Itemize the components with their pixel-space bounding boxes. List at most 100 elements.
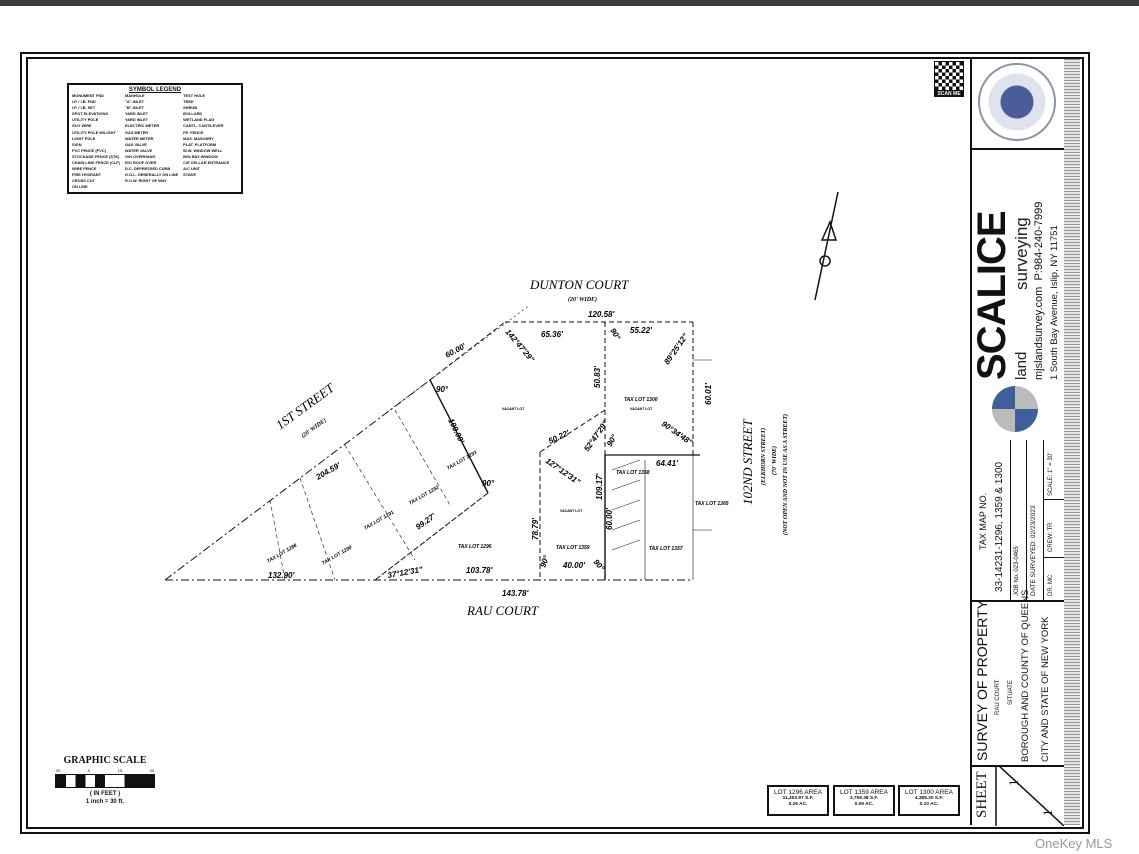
- legend-item: STAKE: [183, 172, 197, 178]
- area-title: LOT 1296 AREA: [774, 789, 822, 796]
- lot-label: TAX LOT 1296: [458, 544, 492, 550]
- scale-ticks: 30 0 15 30: [56, 768, 154, 773]
- legend-item: UTILITY POLE: [72, 117, 99, 123]
- legend-item: YARD INLET: [124, 111, 148, 117]
- legend-item: SIGN: [72, 141, 82, 147]
- legend-item: TEST HOLE: [183, 93, 206, 98]
- dim-label: 103.78': [466, 566, 493, 575]
- title-block-column: [970, 59, 1064, 825]
- title-block: SHEET 1 1 SURVEY OF PROPERTY RAU COURT S…: [970, 440, 1064, 826]
- qr-code-icon: [934, 61, 964, 91]
- legend-item: "B"-INLET: [124, 105, 145, 111]
- area-title: LOT 1359 AREA: [840, 789, 888, 796]
- legend-item: ON LINE: [72, 184, 88, 190]
- legend-item: B/W BAY WINDOW: [183, 153, 218, 159]
- dim-label: 78.79': [531, 517, 540, 540]
- qr-label: SCAN ME: [934, 91, 964, 97]
- dim-label: 100.00': [446, 417, 466, 446]
- dim-label: 52°47'29": [582, 419, 610, 453]
- notes-strip: [1064, 59, 1080, 825]
- lot-label: TAX LOT 1300: [624, 397, 658, 403]
- legend-item: PLAT. PLATFORM: [183, 141, 217, 147]
- legend-item: I.P. / I.B. SET: [72, 105, 96, 111]
- legend-item: O/H OVERHANG: [124, 153, 156, 159]
- legend-item: G.O.L. GENERALLY ON LINE: [124, 172, 179, 178]
- first-street-label: 1ST STREET: [273, 380, 337, 433]
- dunton-court-width: (20' WIDE): [568, 296, 597, 303]
- dim-label: 90°: [608, 327, 622, 343]
- sheet-section: SHEET 1 1: [970, 765, 1064, 826]
- surveyor-seal: [970, 59, 1064, 150]
- legend-item: GAS METER: [124, 129, 149, 135]
- hatched-wall: [611, 459, 641, 551]
- legend-item: WATER METER: [124, 135, 154, 141]
- dim-label: 142°47'29": [503, 328, 536, 365]
- lot-label: VACANT LOT: [630, 407, 653, 411]
- legend-item: D.C. DEPRESSED CURB: [124, 166, 171, 172]
- dim-label: 90°: [482, 479, 495, 488]
- area-box-lot-1359: LOT 1359 AREA 3,759.38 S.F. 0.09 AC.: [833, 785, 895, 816]
- sheet-inner-border: [26, 57, 1084, 829]
- dim-label: 60.00': [605, 507, 614, 530]
- 102nd-street-note: (NOT OPEN AND NOT IN USE AS A STREET): [782, 414, 789, 535]
- rau-court-label: RAU COURT: [466, 603, 539, 618]
- area-ac: 0.09 AC.: [854, 802, 874, 807]
- qr-code[interactable]: SCAN ME: [934, 61, 964, 99]
- scale-tick: 0: [87, 768, 91, 773]
- viewer-top-bar: [0, 0, 1139, 6]
- legend-item: WATER VALVE: [124, 147, 153, 153]
- dim-label: 132.90': [268, 571, 295, 580]
- dim-label: 60.01': [704, 382, 713, 405]
- 102nd-street-width: (70' WIDE): [771, 446, 778, 475]
- lot-label: TAX LOT 1290: [321, 545, 353, 567]
- area-ac: 0.10 AC.: [919, 802, 939, 807]
- dim-label: 50.22': [547, 428, 572, 446]
- dim-label: 65.36': [541, 330, 564, 339]
- legend-item: FIRE HYDRANT: [72, 172, 101, 178]
- scale-unit: ( IN FEET ): [89, 791, 121, 797]
- legend-item: SPOT ELEVATIONS: [72, 111, 108, 117]
- lot-label: VACANT LOT: [502, 407, 525, 411]
- legend-item: FE. FENCE: [183, 129, 204, 135]
- lot-label: TAX LOT 1288: [266, 543, 298, 565]
- dim-label: 127°12'31": [544, 456, 582, 486]
- scale-ratio: 1 inch = 30 ft.: [85, 799, 125, 805]
- dim-label: 60.00': [444, 341, 469, 360]
- lot-label: TAX LOT 1358: [616, 470, 650, 476]
- legend-item: C/E CELLAR ENTRANCE: [183, 160, 230, 166]
- lot-divider-1291: [344, 444, 416, 561]
- lot-label: TAX LOT 1293: [446, 450, 478, 472]
- scale-bar: [55, 774, 155, 788]
- legend-item: SHRUB: [183, 105, 198, 111]
- legend-item: MANHOLE: [124, 93, 145, 98]
- lot-line-100: [429, 379, 489, 494]
- 102nd-street-alt: (ELKHORN STREET): [760, 428, 767, 485]
- lot-1296-boundary-60: [429, 321, 506, 381]
- legend-item: MAS. MASONRY: [183, 135, 214, 141]
- dim-label: 40.00': [562, 561, 586, 570]
- dunton-court-label: DUNTON COURT: [529, 277, 629, 292]
- legend-item: PVC FENCE (PVC): [72, 147, 106, 153]
- legend-item: YARD INLET: [124, 117, 148, 123]
- lot-label: TAX LOT 1357: [649, 546, 683, 552]
- legend-item: CANTL. CANTILEVER: [183, 123, 224, 129]
- legend-item: A/C UNIT: [183, 166, 201, 172]
- lot-labels: TAX LOT 1300 VACANT LOT VACANT LOT TAX L…: [266, 397, 729, 567]
- area-box-lot-1296: LOT 1296 AREA 11,403.97 S.F. 0.26 AC.: [767, 785, 829, 816]
- area-box-lot-1300: LOT 1300 AREA 4,385.20 S.F. 0.10 AC.: [898, 785, 960, 816]
- dim-label: 64.41': [656, 459, 679, 468]
- dim-label: 90°34'48": [660, 419, 694, 447]
- area-sf: 3,759.38 S.F.: [849, 796, 879, 801]
- dim-label: 90°: [436, 385, 449, 394]
- sheet-outer-border: [20, 52, 1090, 834]
- legend-item: CHAIN LINK FENCE (CLF): [72, 160, 120, 166]
- legend-item: WETLAND FLAG: [183, 117, 215, 123]
- legend-item: UTILITY POLE W/LIGHT: [72, 129, 116, 135]
- legend-item: MONUMENT FND: [72, 93, 104, 98]
- lot-divider-1288: [269, 499, 286, 581]
- dim-label: 99.27': [414, 511, 438, 532]
- legend-item: CROSS CUT: [72, 178, 95, 184]
